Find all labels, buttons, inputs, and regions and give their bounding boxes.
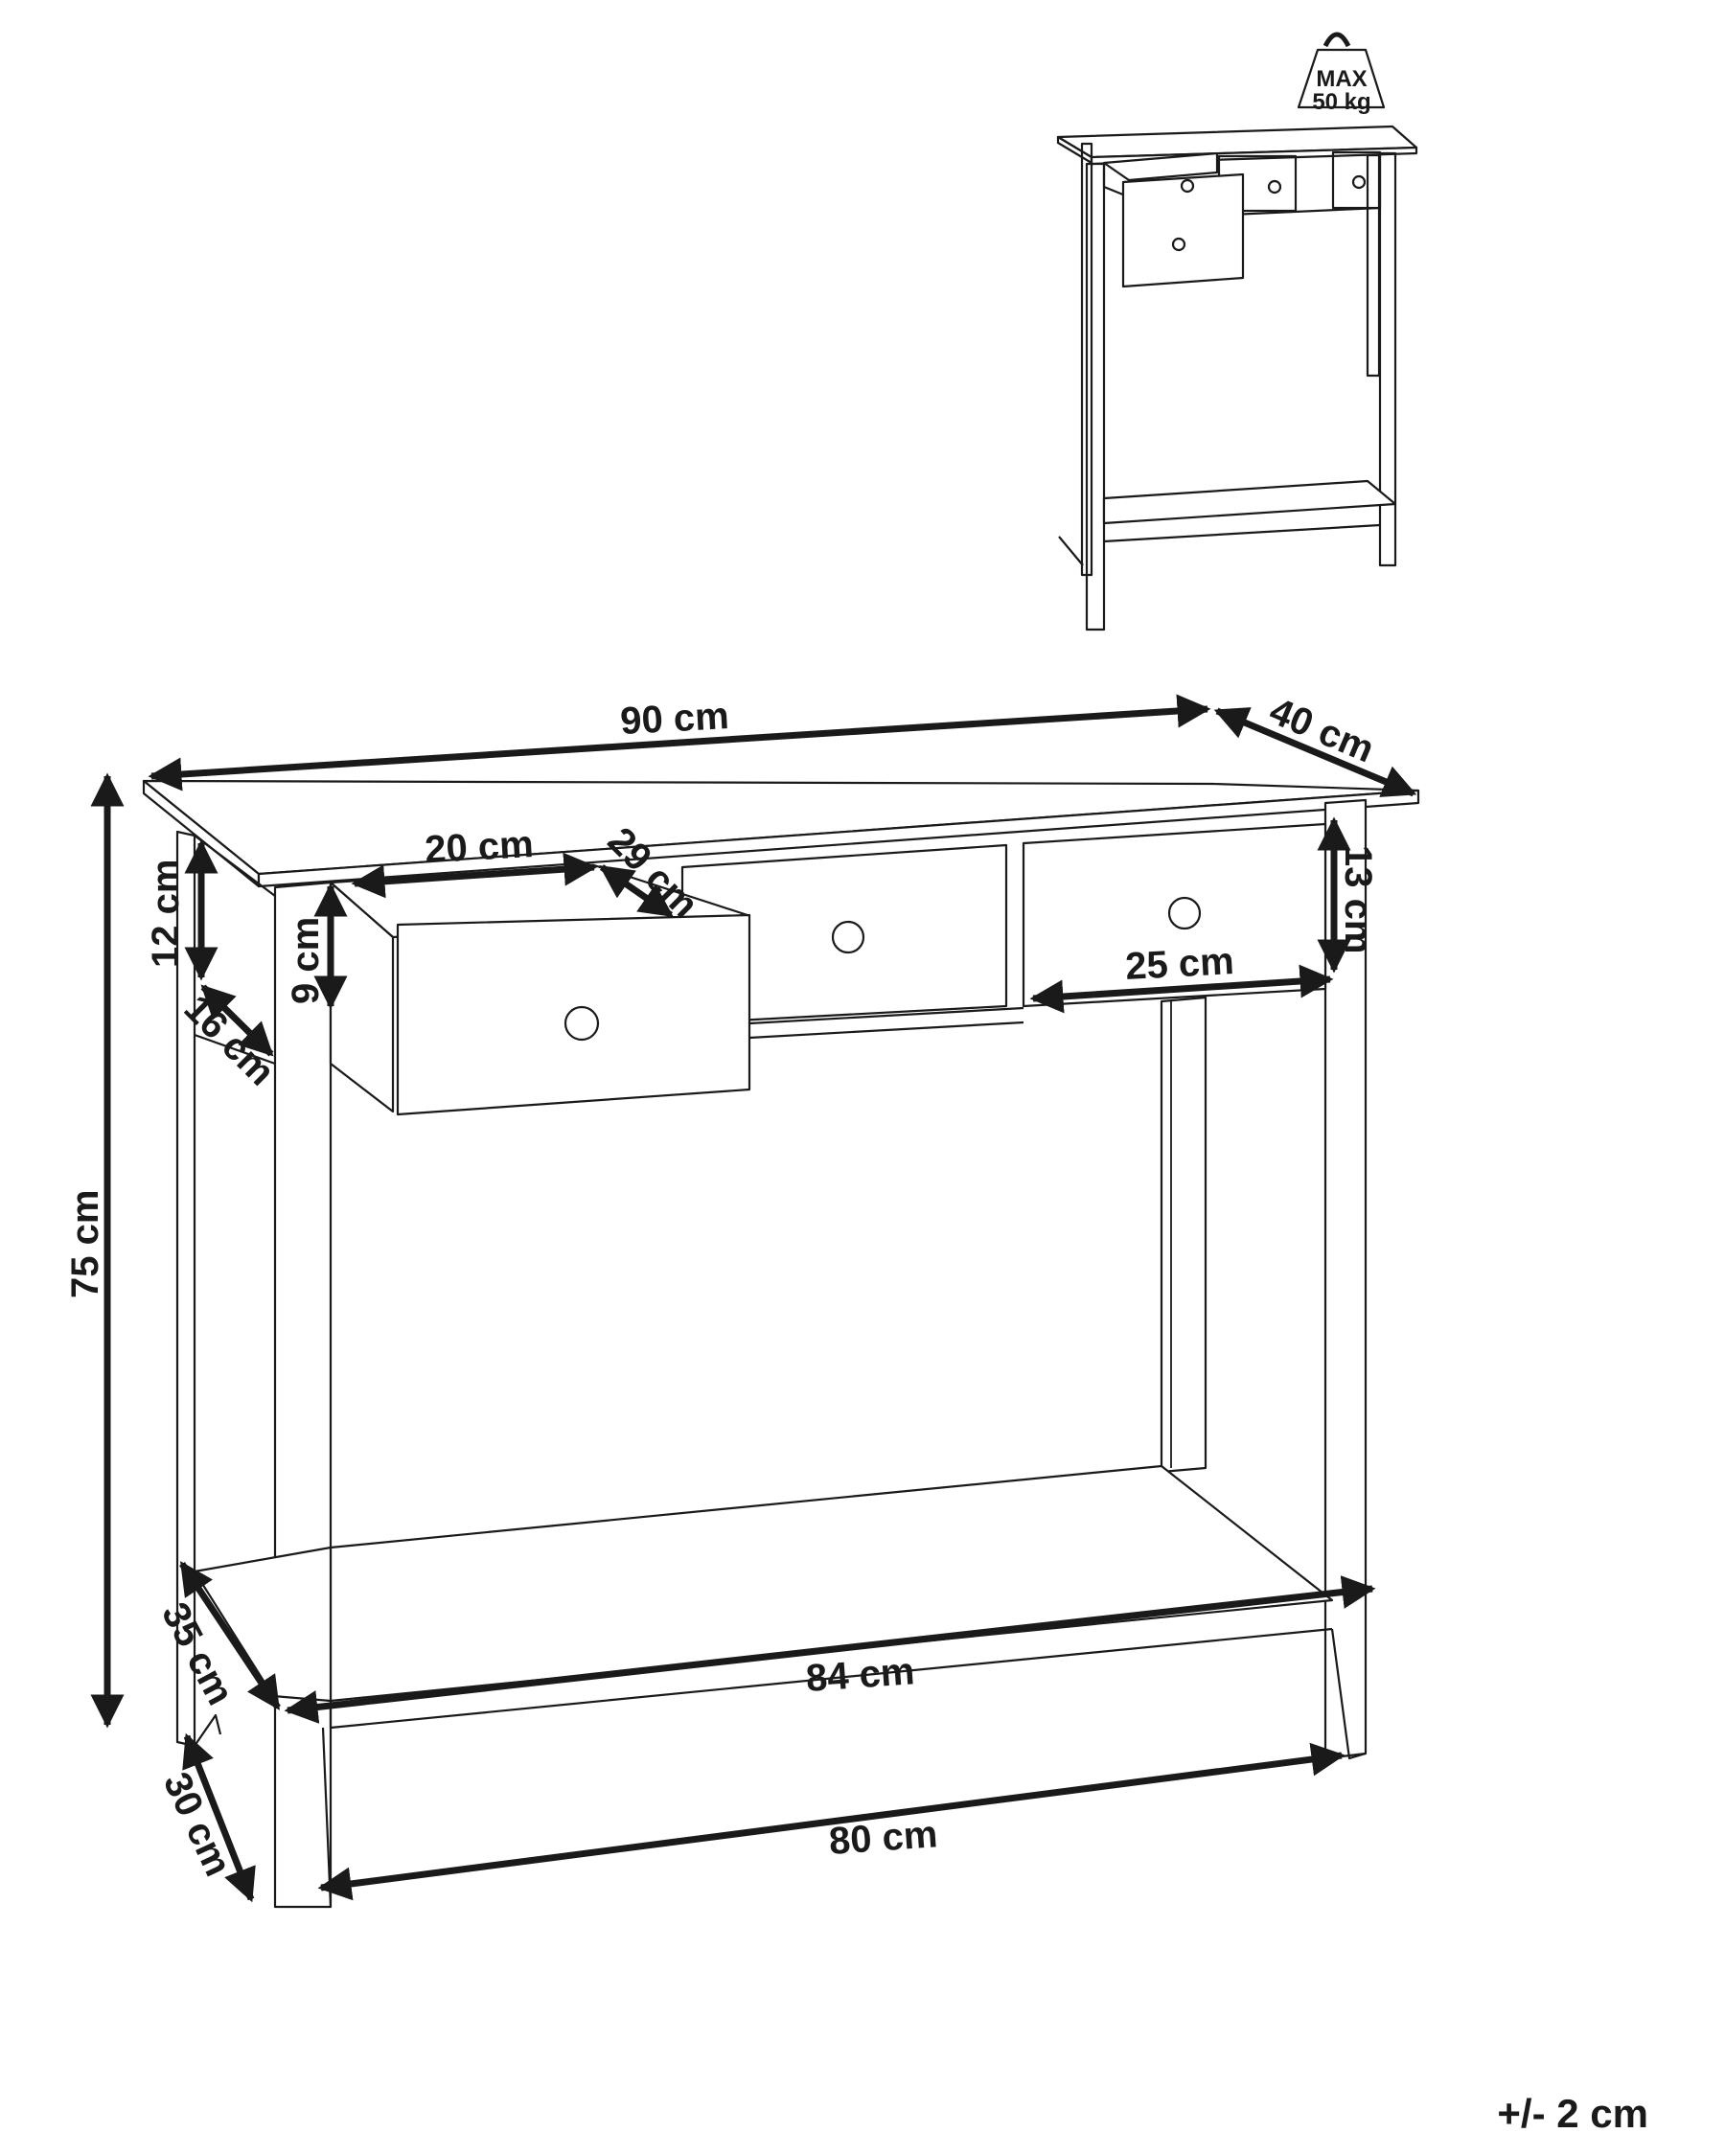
label-drawer-height: 9 cm <box>285 917 327 1004</box>
preview-table: MAX 50 kg <box>1056 32 1418 631</box>
label-height-total: 75 cm <box>64 1190 106 1298</box>
label-depth-top: 40 cm <box>1263 690 1380 771</box>
tolerance-note: +/- 2 cm <box>1497 2091 1648 2136</box>
max-load-badge: MAX 50 kg <box>1297 32 1386 115</box>
label-width-top: 90 cm <box>619 695 730 743</box>
label-foot-width: 80 cm <box>828 1813 939 1863</box>
label-apron-right: 13 cm <box>1337 845 1379 953</box>
label-apron-left: 12 cm <box>145 860 187 968</box>
label-foot-depth: 30 cm <box>155 1766 240 1882</box>
max-load-line2: 50 kg <box>1312 89 1370 115</box>
label-right-drawer-width: 25 cm <box>1124 940 1235 988</box>
label-drawer-width: 20 cm <box>424 823 535 871</box>
max-load-line1: MAX <box>1316 66 1367 92</box>
label-shelf-width: 84 cm <box>805 1650 916 1700</box>
dimension-lines <box>90 694 1417 1903</box>
